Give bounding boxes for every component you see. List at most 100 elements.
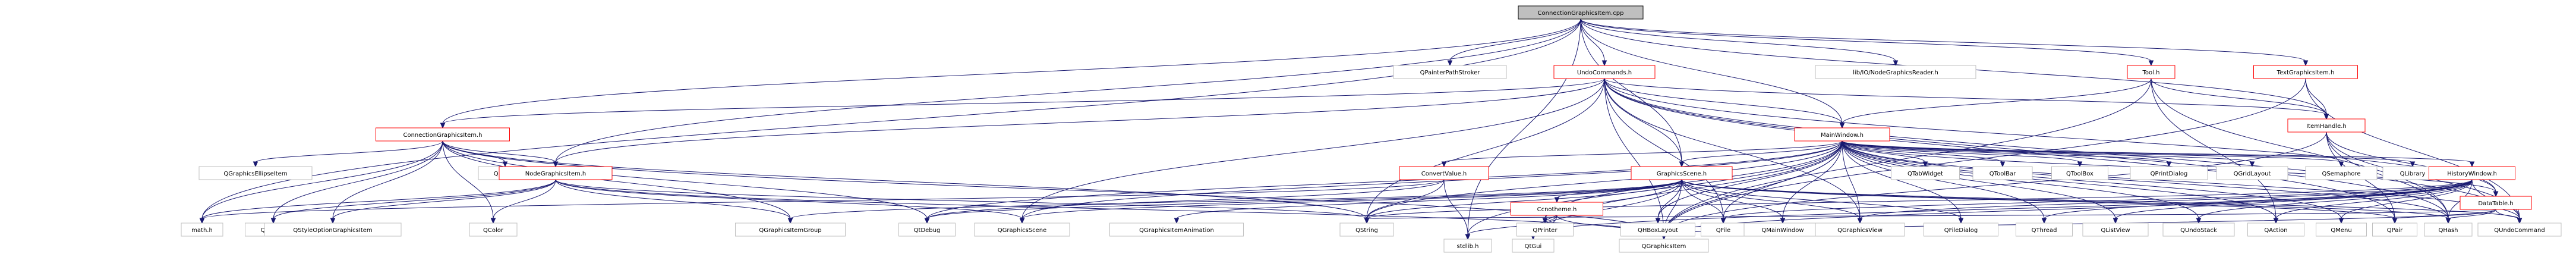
node-qundo-command[interactable]: QUndoCommand	[2477, 222, 2562, 237]
node-box	[735, 222, 846, 237]
node-box	[2460, 196, 2532, 210]
node-box	[499, 166, 613, 180]
edge-mainwindow-to-qgrid-layout	[1842, 140, 2255, 168]
node-label: math.h	[191, 227, 213, 234]
node-box	[1891, 166, 1960, 180]
node-qaction[interactable]: QAction	[2247, 222, 2304, 237]
node-qfile[interactable]: QFile	[1701, 222, 1746, 237]
node-label: QString	[1355, 227, 1378, 234]
node-undocommands[interactable]: UndoCommands.h	[1553, 65, 1656, 79]
node-label: QPair	[2387, 227, 2403, 234]
edge-historywindow-to-qstring	[1364, 179, 2473, 224]
edge-mainwindow-to-qprint-dialog	[1842, 140, 2172, 168]
dependency-nodes: ConnectionGraphicsItem.cppQPainterPathSt…	[181, 5, 2562, 253]
node-stdlibh[interactable]: stdlib.h	[1443, 239, 1492, 253]
edge-nodegraphicsitem-to-qcolor	[490, 179, 556, 224]
node-qt-gui[interactable]: QtGui	[1512, 239, 1555, 253]
edge-converttable-to-qt-debug	[924, 179, 1445, 224]
edge-tool-to-mainwindow	[1839, 78, 2152, 129]
node-qlibrary[interactable]: QLibrary	[2382, 166, 2443, 180]
node-qthread[interactable]: QThread	[2016, 222, 2073, 237]
node-textgraphicsitem[interactable]: TextGraphicsItem.h	[2253, 65, 2358, 79]
node-graphicsscene[interactable]: GraphicsScene.h	[1631, 166, 1733, 180]
node-label: UndoCommands.h	[1577, 70, 1632, 76]
edge-mainwindow-to-qstring	[1364, 140, 1843, 224]
node-root[interactable]: ConnectionGraphicsItem.cpp	[1518, 5, 1644, 20]
node-label: QPrinter	[1533, 227, 1557, 234]
edge-historywindow-to-qfile	[1720, 179, 2473, 224]
node-label: QTabWidget	[1907, 171, 1943, 177]
node-label: lib/IO/NodeGraphicsReader.h	[1853, 70, 1938, 76]
node-datatable[interactable]: DataTable.h	[2460, 196, 2532, 210]
node-qpainter-path-stroker[interactable]: QPainterPathStroker	[1393, 65, 1507, 79]
node-connectiongraphicsitem[interactable]: ConnectionGraphicsItem.h	[376, 127, 510, 142]
node-qgraphics-ellipse-item[interactable]: QGraphicsEllipseItem	[198, 166, 313, 180]
node-qsemaphore[interactable]: QSemaphore	[2305, 166, 2378, 180]
node-qmenu[interactable]: QMenu	[2316, 222, 2367, 237]
node-qgraphics-scene[interactable]: QGraphicsScene	[974, 222, 1070, 237]
node-qgrid-layout[interactable]: QGridLayout	[2216, 166, 2288, 180]
edge-nodegraphicsitem-to-mathh	[199, 179, 556, 224]
node-qmain-window[interactable]: QMainWindow	[1743, 222, 1822, 237]
node-nodereader[interactable]: lib/IO/NodeGraphicsReader.h	[1815, 65, 1976, 79]
edge-historywindow-to-qundo-stack	[2196, 179, 2473, 224]
edge-undocommands-to-qfile	[1604, 78, 1726, 224]
edge-graphicsscene-to-qundo-command	[1681, 179, 2523, 224]
node-qfile-dialog[interactable]: QFileDialog	[1924, 222, 1998, 237]
node-label: QColor	[483, 227, 504, 234]
edge-graphicsscene-to-qmain-window	[1681, 179, 1786, 224]
node-box	[1109, 222, 1244, 237]
node-box	[2253, 65, 2358, 79]
node-qgraphics-item-animation[interactable]: QGraphicsItemAnimation	[1109, 222, 1244, 237]
node-qcolor[interactable]: QColor	[469, 222, 518, 237]
node-label: QGridLayout	[2234, 171, 2271, 177]
node-box	[376, 127, 510, 142]
node-qprint-dialog[interactable]: QPrintDialog	[2130, 166, 2208, 180]
node-qtab-widget[interactable]: QTabWidget	[1891, 166, 1960, 180]
node-label: QUndoCommand	[2494, 227, 2545, 234]
node-box	[2429, 166, 2515, 180]
node-qstyle-option-graphics-item[interactable]: QStyleOptionGraphicsItem	[264, 222, 402, 237]
node-label: QListView	[2101, 227, 2130, 234]
node-coordinates[interactable]: Ccnotheme.h	[1511, 202, 1603, 216]
node-box	[898, 222, 956, 237]
node-mathh[interactable]: math.h	[181, 222, 223, 237]
node-qgraphics-item[interactable]: QGraphicsItem	[1619, 239, 1709, 253]
node-mainwindow[interactable]: MainWindow.h	[1794, 127, 1890, 142]
node-qlist-view[interactable]: QListView	[2082, 222, 2149, 237]
edge-graphicsscene-to-qt-debug	[924, 179, 1682, 224]
edge-nodegraphicsitem-to-qstyle-option-graphics-item	[330, 179, 556, 224]
node-qstring[interactable]: QString	[1339, 222, 1394, 237]
node-label: QGraphicsEllipseItem	[223, 171, 287, 177]
node-label: QThread	[2032, 227, 2057, 234]
edge-datatable-to-qstring	[1364, 209, 2496, 224]
node-converttable[interactable]: ConvertValue.h	[1399, 166, 1489, 180]
node-qundo-stack[interactable]: QUndoStack	[2162, 222, 2235, 237]
node-label: QPrintDialog	[2151, 171, 2188, 177]
node-label: QAction	[2264, 227, 2287, 234]
node-qgraphics-view[interactable]: QGraphicsView	[1815, 222, 1905, 237]
node-tool[interactable]: Tool.h	[2127, 65, 2175, 79]
node-qtool-bar[interactable]: QToolBar	[1972, 166, 2033, 180]
node-qpair[interactable]: QPair	[2372, 222, 2417, 237]
node-qgraphics-item-group[interactable]: QGraphicsItemGroup	[735, 222, 846, 237]
node-label: ConnectionGraphicsItem.cpp	[1538, 10, 1624, 17]
node-label: QGraphicsScene	[998, 227, 1047, 234]
edge-graphicsscene-to-qgraphics-scene	[1019, 179, 1682, 224]
node-qtool-box[interactable]: QToolBox	[2051, 166, 2108, 180]
node-box	[1511, 202, 1603, 216]
node-box	[1443, 239, 1492, 253]
node-qprinter[interactable]: QPrinter	[1516, 222, 1574, 237]
node-label: NodeGraphicsItem.h	[525, 171, 587, 177]
node-historywindow[interactable]: HistoryWindow.h	[2429, 166, 2515, 180]
node-nodegraphicsitem[interactable]: NodeGraphicsItem.h	[499, 166, 613, 180]
node-label: QHash	[2438, 227, 2458, 234]
node-qhash[interactable]: QHash	[2424, 222, 2473, 237]
node-box	[1399, 166, 1489, 180]
node-qhbox-layout[interactable]: QHBoxLayout	[1620, 222, 1695, 237]
edge-tool-to-itemhandle	[2151, 78, 2329, 120]
node-label: QToolBox	[2066, 171, 2093, 177]
node-itemhandle[interactable]: ItemHandle.h	[2287, 118, 2366, 133]
node-label: QFileDialog	[1944, 227, 1978, 234]
node-qt-debug[interactable]: QtDebug	[898, 222, 956, 237]
